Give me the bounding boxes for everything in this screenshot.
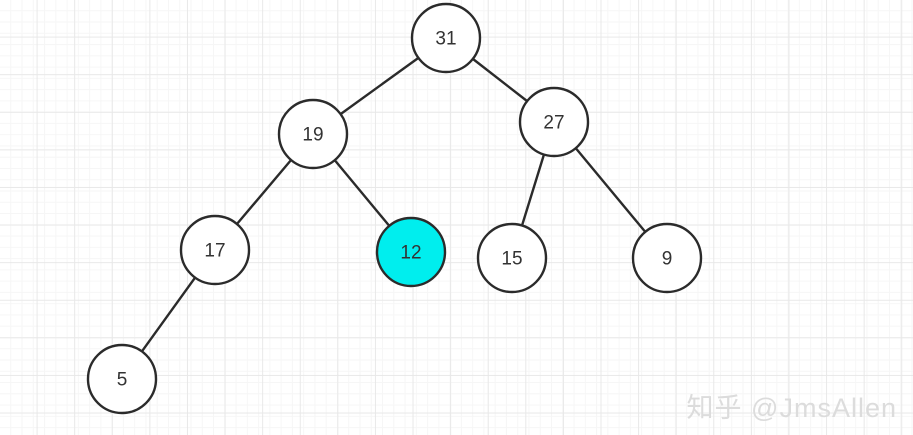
tree-node-9[interactable]: 9	[631, 222, 703, 294]
tree-node-27[interactable]: 27	[518, 86, 590, 158]
tree-node-17[interactable]: 17	[179, 214, 251, 286]
tree-node-label-12: 12	[400, 243, 421, 264]
tree-node-19[interactable]: 19	[277, 98, 349, 170]
tree-node-label-15: 15	[501, 249, 522, 270]
tree-node-15[interactable]: 15	[476, 222, 548, 294]
tree-node-label-19: 19	[302, 125, 323, 146]
tree-edge-31-19	[339, 56, 420, 116]
tree-node-label-31: 31	[435, 29, 456, 50]
tree-node-circle-15[interactable]	[476, 222, 548, 294]
tree-node-circle-19[interactable]	[277, 98, 349, 170]
tree-node-circle-17[interactable]	[179, 214, 251, 286]
tree-edge-19-17	[235, 158, 293, 226]
tree-node-label-5: 5	[117, 370, 128, 391]
watermark-text: 知乎 @JmsAllen	[686, 393, 897, 423]
tree-nodes-layer: 31 19 27 17 12 15 9 5	[86, 2, 703, 415]
tree-node-circle-27[interactable]	[518, 86, 590, 158]
tree-node-circle-5[interactable]	[86, 343, 158, 415]
tree-node-5[interactable]: 5	[86, 343, 158, 415]
tree-node-label-17: 17	[204, 241, 225, 262]
tree-edge-27-9	[574, 146, 647, 234]
tree-edge-19-12	[333, 158, 391, 228]
tree-edges-layer	[140, 56, 647, 353]
tree-node-label-9: 9	[662, 249, 673, 270]
tree-node-circle-31[interactable]	[410, 2, 482, 74]
tree-edge-27-15	[520, 153, 546, 227]
tree-node-12[interactable]: 12	[375, 216, 447, 288]
tree-node-circle-9[interactable]	[631, 222, 703, 294]
tree-edge-17-5	[140, 276, 197, 353]
tree-node-31[interactable]: 31	[410, 2, 482, 74]
tree-node-label-27: 27	[543, 113, 564, 134]
tree-node-circle-12[interactable]	[375, 216, 447, 288]
tree-edge-31-27	[471, 57, 529, 103]
